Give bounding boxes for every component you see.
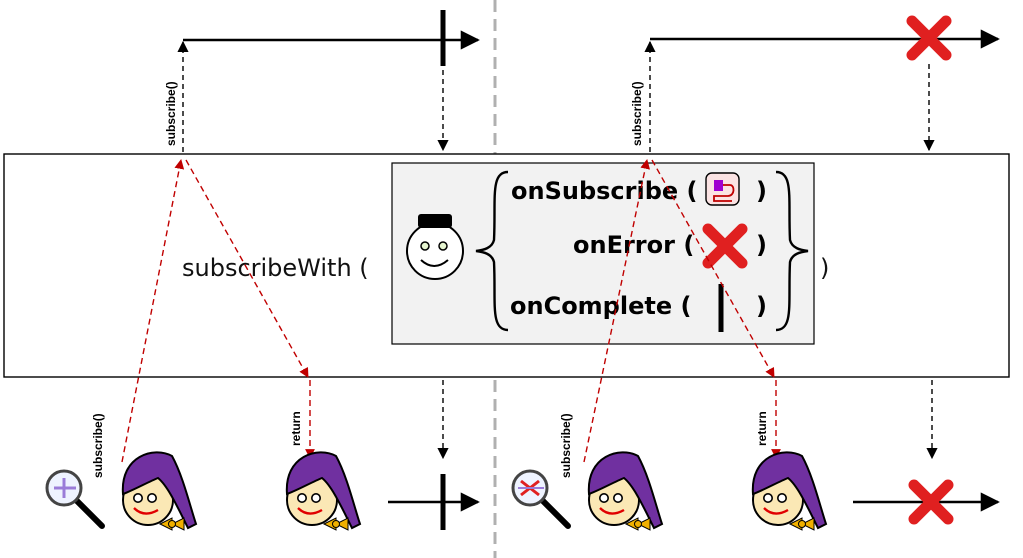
return-signal-right [651,159,775,378]
subscribe-label-left: subscribe() [91,413,105,478]
wizard-return-left [285,451,362,532]
subscribe-signal-right [583,159,650,463]
subscribe-signal-left [121,159,185,463]
close-brace [775,170,809,332]
return-label-left: return [289,411,303,446]
wizard-return-right [751,451,828,532]
magnifier-plus-icon [45,469,105,529]
upstream-subscribe-label-left: subscribe() [164,81,178,146]
subscription-plug-icon [705,172,740,206]
on-subscribe-close-paren: ) [756,177,767,205]
on-subscribe-label: onSubscribe ( [511,177,697,205]
wizard-subscriber-left [121,451,198,532]
return-signal-left [185,159,309,378]
on-complete-close-paren: ) [756,292,767,320]
subscribe-with-close-paren: ) [820,254,829,282]
open-brace [475,170,509,332]
return-label-right: return [755,411,769,446]
upstream-subscribe-label-right: subscribe() [630,81,644,146]
subscribe-label-right: subscribe() [559,413,573,478]
upstream-timeline-right [644,21,1000,152]
on-error-label: onError ( [573,231,694,259]
magnifier-x-icon [511,469,571,529]
on-error-close-paren: ) [756,231,767,259]
subscribe-with-label: subscribeWith ( [182,254,369,282]
subscriber-face-icon [406,214,464,280]
wizard-subscriber-right [587,451,664,532]
upstream-timeline-left [177,10,480,152]
on-complete-label: onComplete ( [510,292,691,320]
